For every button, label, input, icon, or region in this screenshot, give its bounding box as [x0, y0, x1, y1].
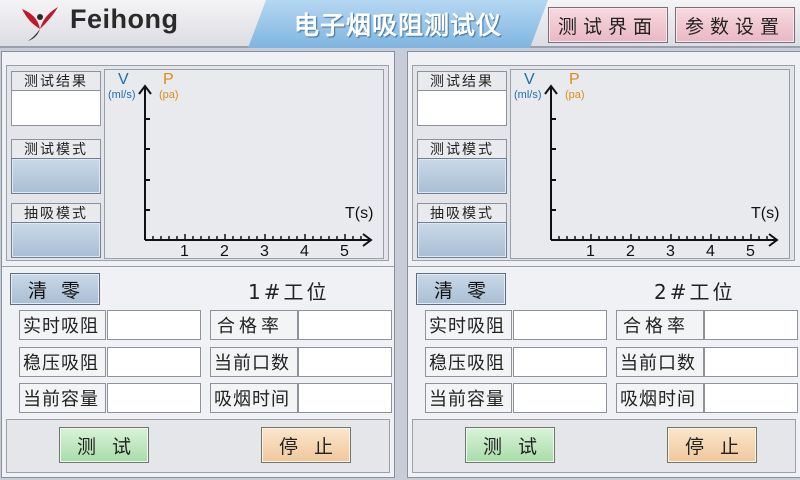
app-title: 电子烟吸阻测试仪: [293, 11, 502, 40]
curve-chart: V (ml/s) P (pa) T(s) 1 2 3 4 5: [104, 69, 384, 259]
stable-resistance-value: [107, 347, 201, 377]
x-axis-arrow: [362, 233, 373, 247]
stable-resistance-label: 稳压吸阻: [19, 347, 106, 377]
pass-rate-label: 合格率: [616, 310, 704, 340]
x-tick-label: 2: [220, 243, 229, 258]
x-tick-label: 1: [180, 243, 189, 258]
nav-test-screen-button[interactable]: 测试界面: [548, 7, 668, 43]
header-bar: Feihong 电子烟吸阻测试仪 测试界面 参数设置: [0, 0, 800, 48]
p-axis-unit: (pa): [565, 89, 585, 101]
x-tick-label: 3: [260, 243, 269, 258]
divider: [408, 266, 800, 267]
stable-resistance-value: [513, 347, 607, 377]
current-capacity-label: 当前容量: [425, 383, 512, 413]
app-title-tab: 电子烟吸阻测试仪: [248, 0, 548, 48]
x-tick-label: 4: [300, 243, 309, 258]
puff-count-value: [704, 347, 798, 377]
test-button[interactable]: 测试: [59, 427, 149, 463]
x-tick-label: 5: [746, 243, 755, 258]
test-mode-button[interactable]: [417, 158, 507, 194]
realtime-resistance-label: 实时吸阻: [19, 310, 106, 340]
stop-button[interactable]: 停止: [261, 427, 351, 463]
station-label: 1#工位: [248, 280, 330, 304]
current-capacity-value: [107, 383, 201, 413]
v-axis-label: V: [524, 71, 535, 88]
test-mode-label: 测试模式: [417, 139, 507, 159]
smoke-time-value: [704, 383, 798, 413]
nav-parameter-settings-button[interactable]: 参数设置: [675, 7, 795, 43]
clear-zero-button[interactable]: 清零: [416, 273, 506, 305]
smoke-time-label: 吸烟时间: [210, 383, 298, 413]
station-panel-2: 测试结果 测试模式 抽吸模式 V (ml/s) P (pa) T(s) 1 2 3 4…: [407, 51, 800, 478]
current-capacity-label: 当前容量: [19, 383, 106, 413]
puff-mode-label: 抽吸模式: [11, 203, 101, 223]
test-result-display: [11, 90, 101, 126]
puff-mode-label: 抽吸模式: [417, 203, 507, 223]
x-axis-arrow: [768, 233, 779, 247]
test-button[interactable]: 测试: [465, 427, 555, 463]
test-result-label: 测试结果: [417, 71, 507, 91]
p-axis-label: P: [163, 71, 174, 88]
y-axis-arrow: [544, 84, 558, 95]
y-axis-arrow: [138, 84, 152, 95]
test-result-label: 测试结果: [11, 71, 101, 91]
realtime-resistance-label: 实时吸阻: [425, 310, 512, 340]
pass-rate-label: 合格率: [210, 310, 298, 340]
x-tick-label: 3: [666, 243, 675, 258]
divider: [2, 266, 394, 267]
puff-mode-button[interactable]: [11, 222, 101, 258]
pass-rate-value: [298, 310, 392, 340]
v-axis-label: V: [118, 71, 129, 88]
realtime-resistance-value: [513, 310, 607, 340]
stable-resistance-label: 稳压吸阻: [425, 347, 512, 377]
v-axis-unit: (ml/s): [514, 89, 542, 101]
action-bar: 测试 停止: [6, 419, 390, 473]
stop-button[interactable]: 停止: [667, 427, 757, 463]
action-bar: 测试 停止: [412, 419, 796, 473]
pass-rate-value: [704, 310, 798, 340]
test-mode-label: 测试模式: [11, 139, 101, 159]
upper-section: 测试结果 测试模式 抽吸模式 V (ml/s) P (pa) T(s) 1 2 3 4…: [412, 65, 795, 261]
chart-axes: 1 2 3 4 5: [544, 84, 779, 258]
p-axis-unit: (pa): [159, 89, 179, 101]
x-tick-label: 4: [706, 243, 715, 258]
brand-name: Feihong: [70, 4, 179, 34]
feihong-logo-icon: [18, 3, 62, 43]
x-tick-label: 5: [340, 243, 349, 258]
p-axis-label: P: [569, 71, 580, 88]
curve-chart: V (ml/s) P (pa) T(s) 1 2 3 4 5: [510, 69, 790, 259]
smoke-time-label: 吸烟时间: [616, 383, 704, 413]
x-axis-label: T(s): [751, 205, 779, 222]
curve-chart-svg: V (ml/s) P (pa) T(s) 1 2 3 4 5: [108, 71, 373, 258]
puff-count-value: [298, 347, 392, 377]
x-tick-label: 1: [586, 243, 595, 258]
test-result-display: [417, 90, 507, 126]
current-capacity-value: [513, 383, 607, 413]
station-label: 2#工位: [654, 280, 736, 304]
v-axis-unit: (ml/s): [108, 89, 136, 101]
x-tick-label: 2: [626, 243, 635, 258]
upper-section: 测试结果 测试模式 抽吸模式 V (ml/s) P (pa) T(s) 1 2 3 4…: [6, 65, 389, 261]
realtime-resistance-value: [107, 310, 201, 340]
smoke-time-value: [298, 383, 392, 413]
puff-count-label: 当前口数: [616, 347, 704, 377]
test-mode-button[interactable]: [11, 158, 101, 194]
curve-chart-svg: V (ml/s) P (pa) T(s) 1 2 3 4 5: [514, 71, 779, 258]
puff-mode-button[interactable]: [417, 222, 507, 258]
clear-zero-button[interactable]: 清零: [10, 273, 100, 305]
chart-axes: 1 2 3 4 5: [138, 84, 373, 258]
station-panel-1: 测试结果 测试模式 抽吸模式 V (ml/s) P (pa) T(s) 1 2 3 4…: [1, 51, 395, 478]
x-axis-label: T(s): [345, 205, 373, 222]
puff-count-label: 当前口数: [210, 347, 298, 377]
